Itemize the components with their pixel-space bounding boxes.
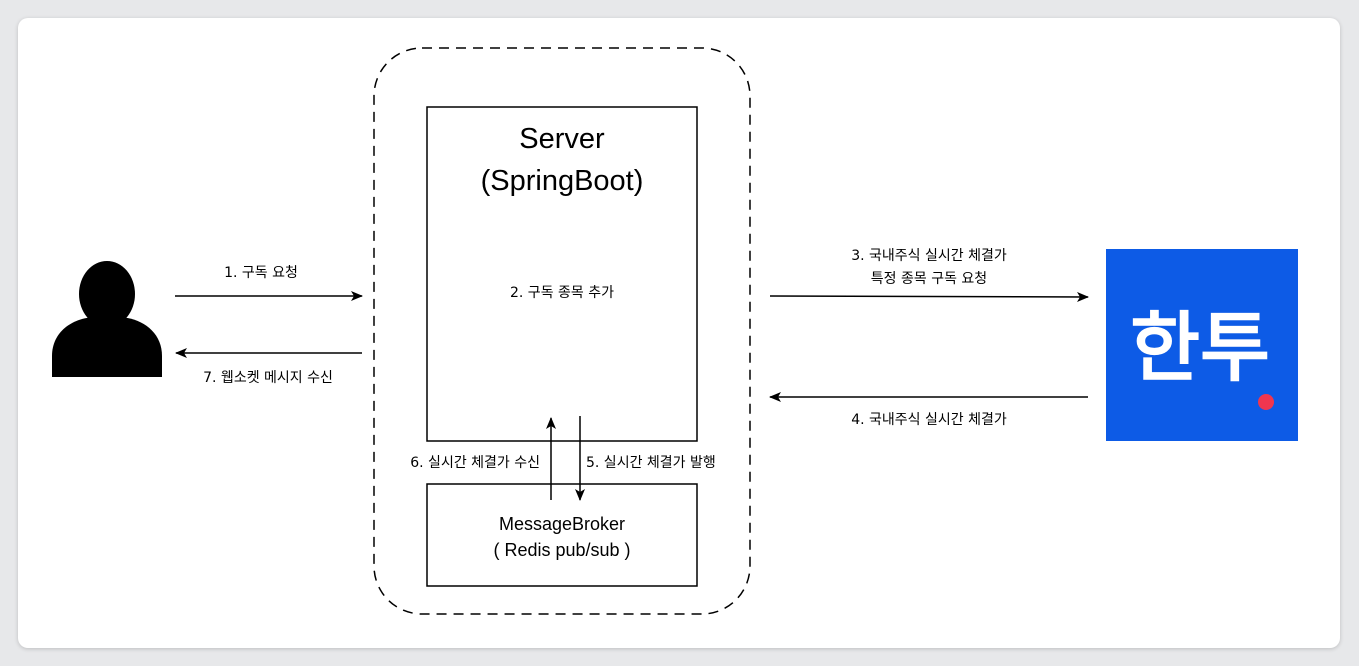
server-boundary <box>373 47 751 615</box>
message-broker-title: MessageBroker <box>499 514 625 534</box>
server-title: Server <box>519 123 605 155</box>
hantu-logo-dot <box>1258 394 1274 410</box>
websocket-label: 7. 웹소켓 메시지 수신 <box>203 370 333 386</box>
add-subscription-label: 2. 구독 종목 추가 <box>510 285 614 301</box>
server-subtitle: (SpringBoot) <box>481 165 644 197</box>
hantu-logo-text: 한투 <box>1130 303 1270 392</box>
receive-label: 6. 실시간 체결가 수신 <box>410 455 540 471</box>
subscription-request-arrow <box>769 291 1089 302</box>
message-broker-box <box>426 483 698 587</box>
subscription-request-label-1: 3. 국내주식 실시간 체결가 <box>851 248 1007 264</box>
user-icon <box>52 261 162 377</box>
hantu-logo: 한투 <box>1106 249 1298 441</box>
subscribe-label: 1. 구독 요청 <box>224 265 298 281</box>
publish-label: 5. 실시간 체결가 발행 <box>586 455 716 471</box>
realtime-price-label: 4. 국내주식 실시간 체결가 <box>851 412 1007 428</box>
server-box <box>426 106 698 442</box>
message-broker-subtitle: ( Redis pub/sub ) <box>493 540 630 560</box>
subscription-request-label-2: 특정 종목 구독 요청 <box>871 271 987 287</box>
